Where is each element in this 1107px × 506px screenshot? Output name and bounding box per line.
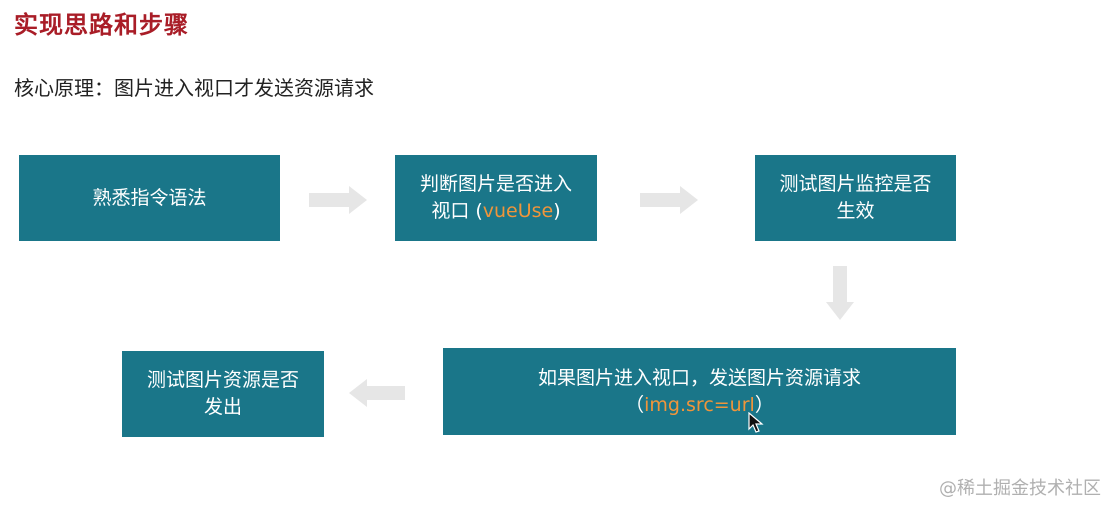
img-src-highlight: img.src=url: [644, 393, 755, 416]
step-label-line2: 生效: [836, 200, 875, 222]
step-label-suffix: ): [553, 200, 561, 222]
arrow-down-icon: [826, 266, 854, 320]
step-label-line2: 发出: [203, 396, 242, 418]
step-familiarize-directive-syntax: 熟悉指令语法: [19, 155, 280, 241]
arrow-left-icon: [349, 379, 405, 407]
step-label-line1: 如果图片进入视口，发送图片资源请求: [537, 366, 861, 389]
vueuse-highlight: vueUse: [482, 200, 554, 222]
mouse-cursor-icon: [748, 411, 764, 438]
step-label-line1: 测试图片资源是否: [146, 369, 299, 391]
step-label: 熟悉指令语法: [92, 186, 207, 209]
watermark: @稀土掘金技术社区: [939, 478, 1101, 499]
step-label-prefix: 视口 (: [431, 200, 483, 222]
step-test-image-monitoring: 测试图片监控是否 生效: [755, 155, 956, 241]
step-label-line1: 判断图片是否进入: [419, 173, 572, 195]
step-label-prefix: （: [625, 393, 645, 416]
core-principle: 核心原理：图片进入视口才发送资源请求: [14, 76, 374, 100]
step-label-line2: 视口 (vueUse): [420, 198, 572, 225]
step-label-line1: 测试图片监控是否: [779, 173, 932, 195]
step-test-resource-sent: 测试图片资源是否 发出: [122, 351, 324, 437]
arrow-right-icon: [640, 186, 698, 214]
step-label-suffix: ）: [754, 393, 774, 416]
step-label-line2: （img.src=url）: [538, 392, 861, 419]
arrow-right-icon: [309, 186, 367, 214]
page-title: 实现思路和步骤: [14, 11, 189, 39]
step-send-image-request: 如果图片进入视口，发送图片资源请求 （img.src=url）: [443, 348, 956, 435]
step-check-image-in-viewport: 判断图片是否进入 视口 (vueUse): [395, 155, 597, 241]
